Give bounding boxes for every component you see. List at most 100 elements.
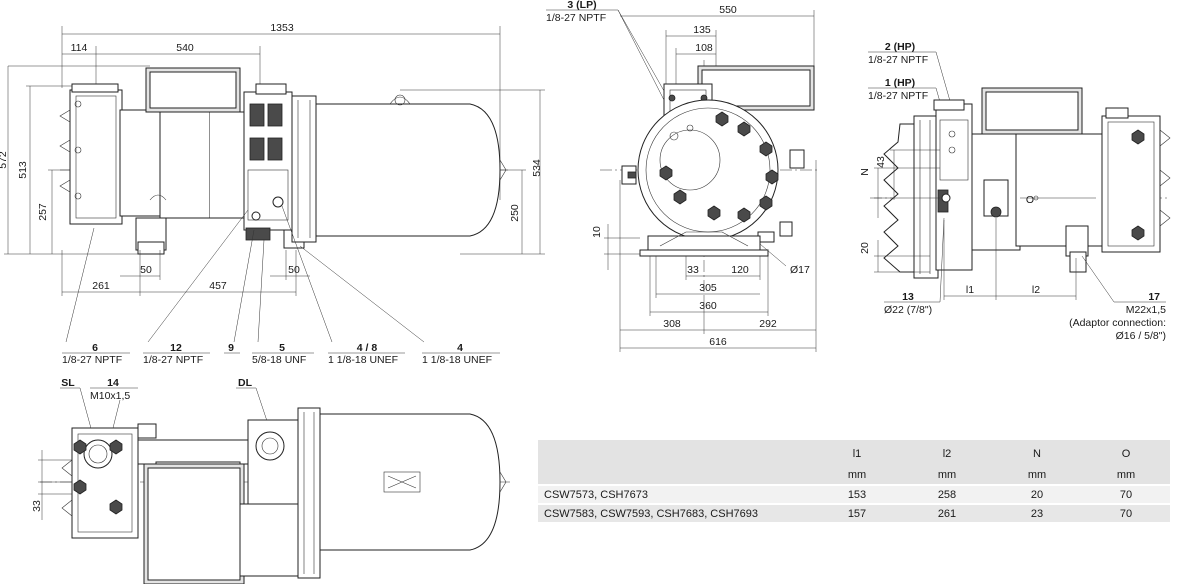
callout-17: 17 M22x1,5 (Adaptor connection: Ø16 / 5/… [1069, 291, 1166, 342]
callout-12: 12 1/8-27 NPTF [143, 342, 210, 366]
svg-text:M10x1,5: M10x1,5 [90, 390, 130, 402]
callout-13: 13 Ø22 (7/8") [884, 291, 940, 316]
header-o: O [1082, 440, 1170, 465]
header-n: N [992, 440, 1082, 465]
svg-text:1/8-27 NPTF: 1/8-27 NPTF [868, 90, 928, 102]
dim-114: 114 [71, 42, 88, 54]
dim-o17: Ø17 [790, 264, 810, 276]
svg-text:6: 6 [92, 342, 98, 354]
dim-261: 261 [92, 280, 110, 292]
dim-1353: 1353 [270, 22, 294, 34]
svg-text:5: 5 [279, 342, 285, 354]
dim-257: 257 [37, 203, 49, 221]
table-header-row: l1 l2 N O [538, 440, 1170, 465]
svg-text:1/8-27 NPTF: 1/8-27 NPTF [546, 12, 606, 24]
dim-550: 550 [719, 4, 737, 16]
svg-text:3 (LP): 3 (LP) [567, 0, 596, 11]
dim-10: 10 [591, 226, 603, 238]
dim-33-top: 33 [31, 500, 43, 512]
callout-5: 5 5/8-18 UNF [252, 342, 314, 366]
rear-view: 2 (HP) 1/8-27 NPTF 1 (HP) 1/8-27 NPTF [859, 41, 1171, 342]
dim-572: 572 [0, 151, 9, 169]
dim-20: 20 [859, 242, 871, 254]
unit-model [538, 465, 812, 485]
cell-model: CSW7573, CSH7673 [538, 484, 812, 504]
svg-text:1/8-27 NPTF: 1/8-27 NPTF [868, 54, 928, 66]
cell-n: 23 [992, 503, 1082, 522]
dim-l1: l1 [966, 284, 974, 296]
dim-540: 540 [176, 42, 194, 54]
cell-l2: 261 [902, 503, 992, 522]
callout-1-hp: 1 (HP) 1/8-27 NPTF [868, 77, 936, 102]
callout-6: 6 1/8-27 NPTF [62, 342, 130, 366]
dim-120: 120 [731, 264, 749, 276]
callout-3-lp: 3 (LP) 1/8-27 NPTF [546, 0, 618, 24]
cell-l2: 258 [902, 484, 992, 504]
dim-O: O [1026, 194, 1034, 206]
callout-dl: DL [236, 377, 256, 389]
svg-text:17: 17 [1148, 291, 1160, 303]
svg-text:5/8-18 UNF: 5/8-18 UNF [252, 354, 306, 366]
svg-text:1 (HP): 1 (HP) [885, 77, 915, 89]
dim-292: 292 [759, 318, 777, 330]
callout-sl: SL [60, 377, 80, 389]
svg-text:1 1/8-18 UNEF: 1 1/8-18 UNEF [328, 354, 398, 366]
cell-l1: 157 [812, 503, 902, 522]
callout-9: 9 [224, 342, 240, 354]
svg-text:1/8-27 NPTF: 1/8-27 NPTF [62, 354, 122, 366]
cell-o: 70 [1082, 503, 1170, 522]
svg-text:M22x1,5: M22x1,5 [1126, 304, 1166, 316]
dim-513: 513 [17, 161, 29, 179]
dim-360: 360 [699, 300, 717, 312]
svg-text:(Adaptor connection:: (Adaptor connection: [1069, 317, 1166, 329]
callout-14: 14 M10x1,5 [90, 377, 138, 402]
dim-457: 457 [209, 280, 227, 292]
dim-108: 108 [695, 42, 713, 54]
unit-n: mm [992, 465, 1082, 485]
cell-o: 70 [1082, 484, 1170, 504]
svg-text:Ø22 (7/8"): Ø22 (7/8") [884, 304, 932, 316]
dim-43: 43 [875, 156, 887, 168]
dim-250: 250 [509, 204, 521, 222]
unit-l1: mm [812, 465, 902, 485]
dim-l2: l2 [1032, 284, 1040, 296]
table-unit-row: mm mm mm mm [538, 465, 1170, 485]
svg-text:12: 12 [170, 342, 182, 354]
front-view: 3 (LP) 1/8-27 NPTF 550 135 108 [546, 0, 820, 352]
cell-model: CSW7583, CSW7593, CSH7683, CSH7693 [538, 503, 812, 522]
dim-616: 616 [709, 336, 727, 348]
cell-n: 20 [992, 484, 1082, 504]
dim-534: 534 [531, 159, 543, 177]
header-model [538, 440, 812, 465]
dim-308: 308 [663, 318, 681, 330]
dim-33: 33 [687, 264, 699, 276]
cell-l1: 153 [812, 484, 902, 504]
unit-o: mm [1082, 465, 1170, 485]
svg-text:DL: DL [238, 377, 253, 389]
svg-text:1/8-27 NPTF: 1/8-27 NPTF [143, 354, 203, 366]
svg-text:Ø16 / 5/8"): Ø16 / 5/8") [1116, 330, 1166, 342]
header-l1: l1 [812, 440, 902, 465]
dim-305: 305 [699, 282, 717, 294]
svg-text:14: 14 [107, 377, 119, 389]
top-view: SL 14 M10x1,5 DL 33 [31, 377, 510, 584]
svg-text:4 / 8: 4 / 8 [357, 342, 378, 354]
callout-2-hp: 2 (HP) 1/8-27 NPTF [868, 41, 936, 66]
svg-text:4: 4 [457, 342, 463, 354]
callout-4: 4 1 1/8-18 UNEF [422, 342, 500, 366]
svg-text:SL: SL [61, 377, 75, 389]
side-callouts: 6 1/8-27 NPTF 12 1/8-27 NPTF 9 5 5/8-18 … [62, 342, 500, 366]
table-row: CSW7583, CSW7593, CSH7683, CSH7693 157 2… [538, 503, 1170, 522]
unit-l2: mm [902, 465, 992, 485]
side-view: 1353 114 540 572 513 257 534 250 [0, 22, 545, 343]
dimensions-table: l1 l2 N O mm mm mm mm CSW7573, CSH7673 1… [538, 440, 1170, 522]
dim-50-right: 50 [288, 264, 300, 276]
svg-text:1 1/8-18 UNEF: 1 1/8-18 UNEF [422, 354, 492, 366]
dim-50-left: 50 [140, 264, 152, 276]
dim-N: N [859, 168, 871, 176]
dim-135: 135 [693, 24, 711, 36]
svg-text:2 (HP): 2 (HP) [885, 41, 915, 53]
header-l2: l2 [902, 440, 992, 465]
svg-text:13: 13 [902, 291, 914, 303]
